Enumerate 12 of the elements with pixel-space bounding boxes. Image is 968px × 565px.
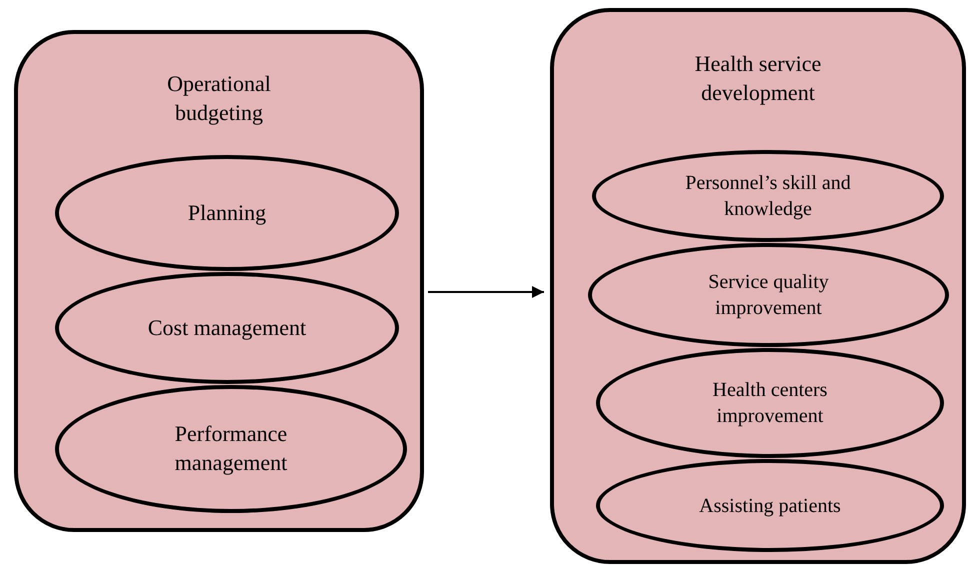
- node-label: Service quality improvement: [707, 270, 830, 321]
- group-title: Operational budgeting: [166, 70, 272, 127]
- node-label: Health centers improvement: [712, 378, 828, 429]
- node-label: Cost management: [146, 314, 308, 342]
- group-box: [550, 8, 966, 564]
- group-box: [14, 30, 424, 532]
- group-title: Health service development: [694, 50, 822, 107]
- node-label: Planning: [186, 198, 268, 227]
- node-label: Personnel’s skill and knowledge: [684, 171, 852, 222]
- node-label: Performance management: [174, 420, 288, 477]
- node-label: Assisting patients: [698, 494, 842, 518]
- arrow: [428, 286, 544, 298]
